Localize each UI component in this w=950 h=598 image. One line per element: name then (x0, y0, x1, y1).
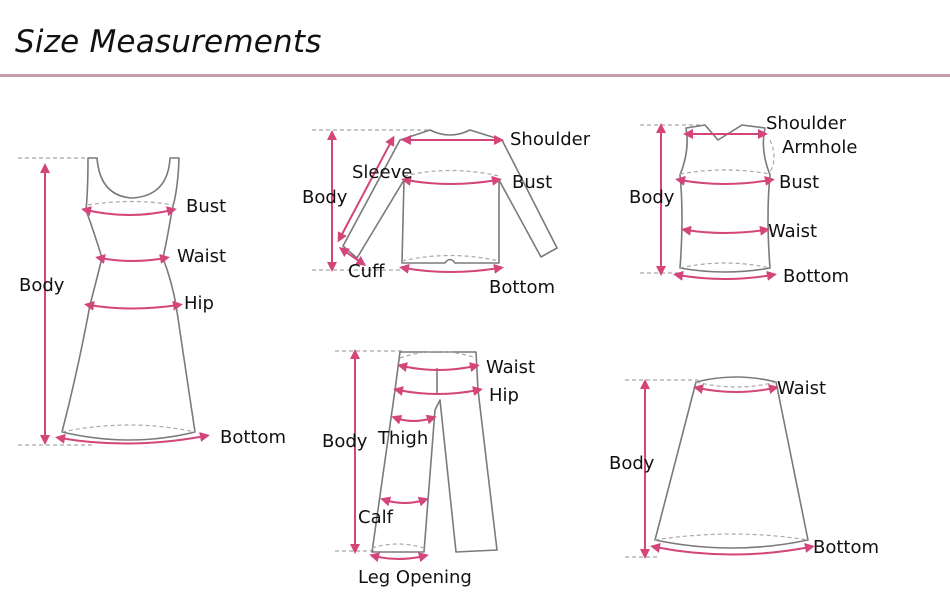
top-bust-label: Bust (512, 172, 552, 193)
top-outline (342, 129, 558, 264)
top-bottom-label: Bottom (489, 277, 555, 298)
dress-outline (61, 157, 196, 441)
dress-body-label: Body (19, 275, 65, 296)
tank-bottom-label: Bottom (783, 266, 849, 287)
pants-hip-label: Hip (489, 385, 519, 406)
top-bottom-arrow (399, 263, 504, 274)
pants-hip-arrow (393, 386, 483, 396)
tank-waist-label: Waist (768, 221, 817, 242)
pants-waist-guide (399, 350, 477, 359)
dress-bottom-label: Bottom (220, 427, 286, 448)
dress-bust-arrow (81, 206, 177, 217)
pants-diagram: Waist Hip Body Thigh Calf Leg Opening (322, 349, 535, 588)
dress-waist-arrow (95, 253, 170, 264)
tank-bust-guide (679, 169, 771, 175)
pants-leg-opening-arrow (369, 552, 429, 563)
pants-calf-arrow (380, 496, 429, 507)
tank-outline (679, 124, 771, 273)
pants-waist-label: Waist (486, 357, 535, 378)
dress-bust-label: Bust (186, 196, 226, 217)
pants-calf-label: Calf (358, 507, 394, 528)
pants-leg-opening-label: Leg Opening (358, 567, 472, 588)
tank-bust-arrow (675, 175, 775, 186)
top-hem-guide (401, 254, 500, 262)
skirt-waist-arrow (693, 384, 779, 394)
skirt-body-label: Body (609, 453, 655, 474)
tank-shoulder-label: Shoulder (766, 113, 847, 134)
top-bust-arrow (401, 175, 502, 186)
top-body-label: Body (302, 187, 348, 208)
dress-bust-guide (87, 200, 175, 206)
top-shoulder-label: Shoulder (510, 129, 591, 150)
skirt-hem-guide (654, 533, 809, 541)
skirt-diagram: Waist Body Bottom (609, 376, 879, 559)
pants-thigh-arrow (391, 414, 437, 425)
skirt-bottom-arrow (650, 543, 815, 556)
pants-hem-guide (371, 543, 425, 549)
dress-bottom-arrow (55, 432, 210, 445)
dress-waist-label: Waist (177, 246, 226, 267)
skirt-bottom-label: Bottom (813, 537, 879, 558)
tank-body-label: Body (629, 187, 675, 208)
tank-top-diagram: Shoulder Armhole Bust Body Waist Bottom (629, 113, 857, 287)
long-sleeve-top-diagram: Shoulder Sleeve Bust Body Cuff Bottom (302, 129, 591, 298)
tank-waist-arrow (681, 225, 770, 236)
tank-bottom-arrow (673, 270, 777, 281)
tank-bust-label: Bust (779, 172, 819, 193)
skirt-outline (654, 376, 809, 549)
top-bust-guide (403, 169, 500, 177)
page-title: Size Measurements (15, 24, 322, 60)
tank-hem-guide (679, 262, 771, 269)
title-divider (0, 74, 950, 77)
top-cuff-label: Cuff (348, 261, 385, 282)
tank-armhole-label: Armhole (782, 137, 857, 158)
pants-thigh-label: Thigh (377, 428, 428, 449)
dress-hem-guide (61, 424, 196, 433)
dress-hip-arrow (84, 300, 183, 311)
pants-body-label: Body (322, 431, 368, 452)
pants-waist-arrow (397, 362, 480, 372)
top-sleeve-arrow (337, 135, 395, 243)
dress-diagram: Bust Waist Hip Body Bottom (18, 157, 286, 448)
pants-outline (371, 351, 498, 553)
top-sleeve-label: Sleeve (352, 162, 412, 183)
tank-armhole-guide (769, 139, 775, 173)
dress-hip-label: Hip (184, 293, 214, 314)
skirt-waist-guide (695, 381, 777, 388)
skirt-waist-label: Waist (777, 378, 826, 399)
top-cuff-arrow (338, 247, 367, 266)
